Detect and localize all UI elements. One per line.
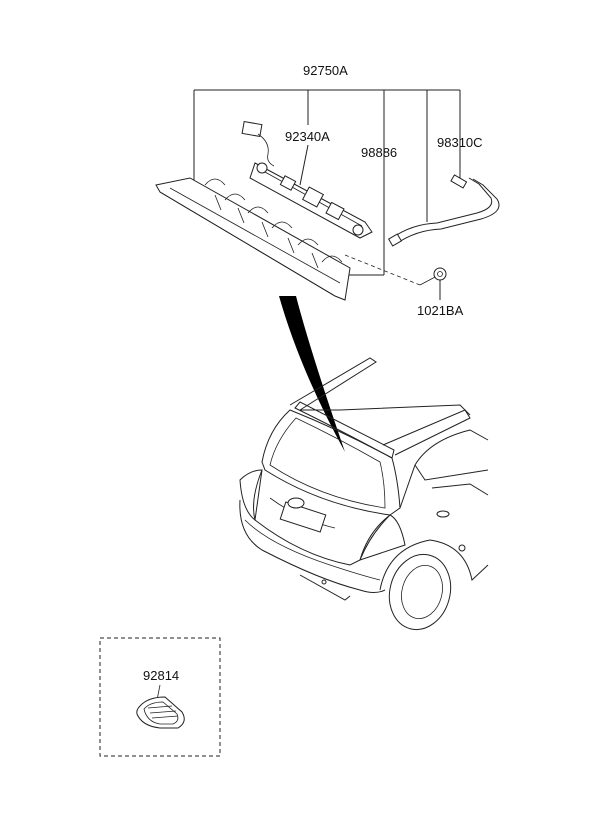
stop-lamp-housing	[155, 177, 351, 301]
nut-part	[433, 267, 447, 281]
label-98886: 98886	[361, 145, 397, 160]
label-1021ba: 1021BA	[417, 303, 464, 318]
label-92814: 92814	[143, 668, 179, 683]
leader-lines	[193, 89, 461, 300]
label-98310c: 98310C	[437, 135, 483, 150]
vehicle-rear-view	[239, 357, 489, 631]
label-92750a: 92750A	[303, 63, 348, 78]
label-92340a: 92340A	[285, 129, 330, 144]
washer-hose	[387, 174, 500, 247]
inset-box	[99, 637, 221, 757]
cover-part	[136, 684, 185, 729]
lamp-socket-assembly	[241, 120, 373, 239]
pointer-arrow	[279, 296, 345, 452]
